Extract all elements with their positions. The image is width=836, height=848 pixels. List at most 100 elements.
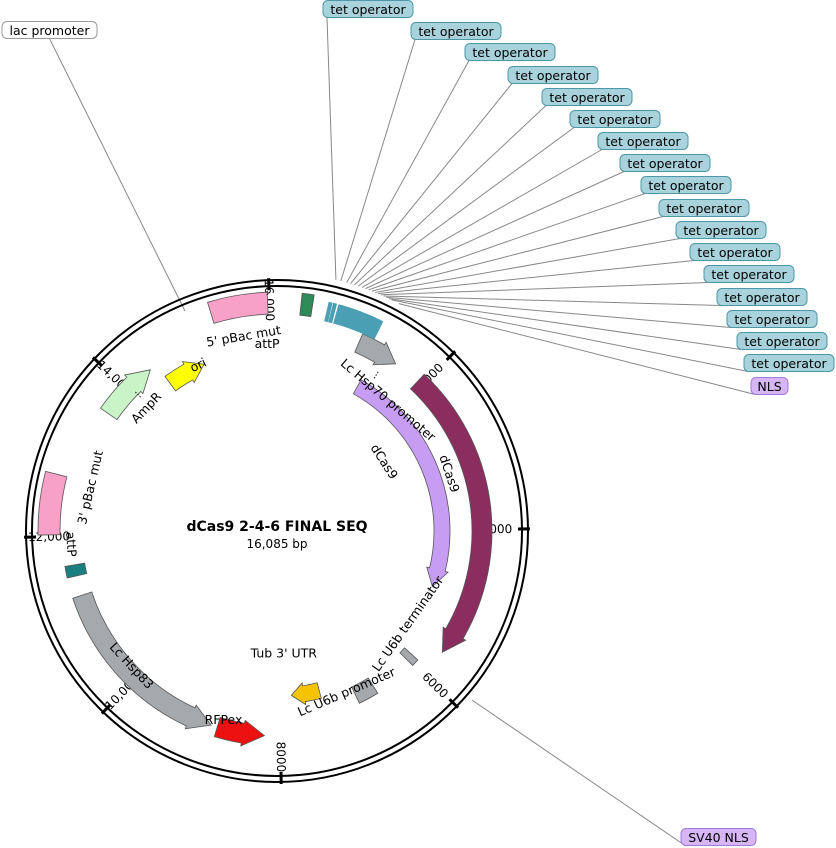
callout-box-tet-operator-17[interactable]: [743, 354, 835, 372]
callout-label-tet-operator-5: tet operator: [549, 90, 625, 105]
tet-operator-site-6[interactable]: [345, 308, 357, 329]
callout-leader-4: [350, 83, 513, 285]
feature-label-ori-11: ori: [188, 355, 209, 376]
feature-lc-hsp70-promoter-1[interactable]: [354, 333, 397, 366]
feature-5-pbac-mut-12[interactable]: [207, 291, 269, 324]
callout-leader-14: [383, 295, 722, 306]
tet-operator-site-11[interactable]: [359, 313, 371, 334]
tet-operator-site-3[interactable]: [336, 305, 346, 326]
tet-operator-site-16[interactable]: [370, 319, 384, 340]
feature-3-pbac-mut-9[interactable]: [37, 470, 68, 536]
callout-box-tet-operator-10[interactable]: [658, 199, 750, 217]
callout-box-tet-operator-8[interactable]: [619, 154, 711, 172]
callout-box-tet-operator-14[interactable]: [716, 288, 808, 306]
callout-leader-1: [326, 17, 337, 280]
feature-dcas9-2[interactable]: [352, 379, 451, 588]
tet-operator-site-12[interactable]: [361, 315, 374, 335]
callout-leader-11: [375, 238, 681, 293]
feature-lc-u6b-terminator-3[interactable]: [399, 647, 419, 666]
callout-label-tet-operator-11: tet operator: [683, 223, 759, 238]
callout-box-tet-operator-11[interactable]: [675, 221, 767, 239]
feature-tub-3-utr-5[interactable]: [290, 682, 322, 706]
feature-label-attp-8: attP: [63, 531, 80, 557]
callout-label-sv40-nls-19: SV40 NLS: [688, 830, 749, 845]
tet-operator-site-14[interactable]: [366, 317, 379, 338]
callout-label-tet-operator-3: tet operator: [472, 45, 548, 60]
plasmid-length: 16,085 bp: [246, 537, 307, 551]
callout-box-tet-operator-3[interactable]: [464, 43, 556, 61]
callout-leader-16: [388, 298, 742, 350]
feature-attp-13[interactable]: [299, 292, 315, 318]
callout-box-tet-operator-4[interactable]: [507, 66, 599, 84]
tet-operator-site-1[interactable]: [328, 302, 338, 324]
callout-box-tet-operator-5[interactable]: [541, 88, 633, 106]
callout-box-tet-operator-13[interactable]: [703, 265, 795, 283]
callout-leader-19: [471, 699, 686, 846]
features: [37, 291, 493, 747]
tet-operator-site-8[interactable]: [351, 310, 363, 331]
callout-leader-7: [361, 149, 603, 288]
callout-label-tet-operator-15: tet operator: [734, 312, 810, 327]
tick-mark-6: [91, 356, 103, 367]
tet-operator-site-13[interactable]: [363, 316, 376, 337]
feature-attp-8[interactable]: [64, 562, 88, 579]
callout-label-tet-operator-16: tet operator: [744, 334, 820, 349]
callout-box-tet-operator-12[interactable]: [689, 243, 781, 261]
tet-operator-site-5[interactable]: [342, 307, 353, 328]
callout-label-tet-operator-14: tet operator: [724, 290, 800, 305]
center-title-group: dCas9 2-4-6 FINAL SEQ 16,085 bp: [186, 519, 367, 551]
callout-label-tet-operator-9: tet operator: [648, 178, 724, 193]
callout-label-tet-operator-6: tet operator: [577, 112, 653, 127]
tick-label-3: 8000: [274, 742, 289, 773]
tick-mark-4: [100, 703, 112, 715]
callout-leader-9: [368, 193, 646, 291]
callout-box-tet-operator-9[interactable]: [640, 176, 732, 194]
feature-dcas9-0[interactable]: [409, 373, 493, 653]
feature-lc-u6b-promoter-4[interactable]: [351, 677, 379, 704]
callout-box-tet-operator-1[interactable]: [322, 0, 414, 18]
callout-leader-8: [365, 171, 625, 290]
tick-mark-0: [445, 350, 457, 361]
callout-label-tet-operator-10: tet operator: [666, 201, 742, 216]
site-mark-1: [373, 371, 379, 379]
tet-operator-site-4[interactable]: [339, 306, 350, 327]
callout-label-tet-operator-1: tet operator: [330, 2, 406, 17]
callout-leader-6: [357, 127, 575, 287]
tet-operator-site-2[interactable]: [333, 304, 343, 325]
feature-label-tub-3-utr-5: Tub 3' UTR: [250, 645, 318, 660]
feature-label-attp-13: attP: [255, 336, 280, 351]
callout-box-nls-18[interactable]: [750, 377, 789, 395]
feature-label-rfpex-6: RFPex: [205, 712, 243, 727]
feature-lc-hsp83-7[interactable]: [72, 591, 212, 730]
tet-operator-site-0[interactable]: [324, 301, 333, 323]
feature-rfpex-6[interactable]: [213, 717, 266, 747]
tick-mark-2: [448, 698, 460, 709]
plasmid-title: dCas9 2-4-6 FINAL SEQ: [186, 519, 367, 535]
callout-label-tet-operator-7: tet operator: [605, 134, 681, 149]
callout-leader-12: [377, 260, 695, 295]
tet-operator-site-10[interactable]: [357, 312, 369, 333]
tick-label-2: 6000: [419, 670, 451, 701]
callout-box-tet-operator-6[interactable]: [569, 110, 661, 128]
site-markers: [134, 287, 384, 398]
callout-leader-18: [398, 303, 756, 395]
callout-box-sv40-nls-19[interactable]: [680, 828, 757, 846]
site-mark-2: [134, 391, 142, 398]
backbone-outer-ring: [25, 279, 529, 783]
callout-label-nls-18: NLS: [757, 379, 781, 394]
tet-operator-site-9[interactable]: [354, 311, 366, 332]
feature-ori-11[interactable]: [164, 361, 205, 392]
tet-operator-site-15[interactable]: [368, 318, 381, 339]
callout-leader-0: [49, 38, 186, 312]
callout-box-lac-promoter-0[interactable]: [1, 21, 98, 39]
tet-operator-site-7[interactable]: [348, 309, 360, 330]
callout-box-tet-operator-2[interactable]: [410, 22, 502, 40]
callout-box-tet-operator-15[interactable]: [726, 310, 818, 328]
feature-ampr-10[interactable]: [99, 369, 151, 421]
callout-label-tet-operator-8: tet operator: [627, 156, 703, 171]
callout-leaders: [49, 17, 756, 846]
callout-box-tet-operator-16[interactable]: [736, 332, 828, 350]
callout-box-tet-operator-7[interactable]: [597, 132, 689, 150]
